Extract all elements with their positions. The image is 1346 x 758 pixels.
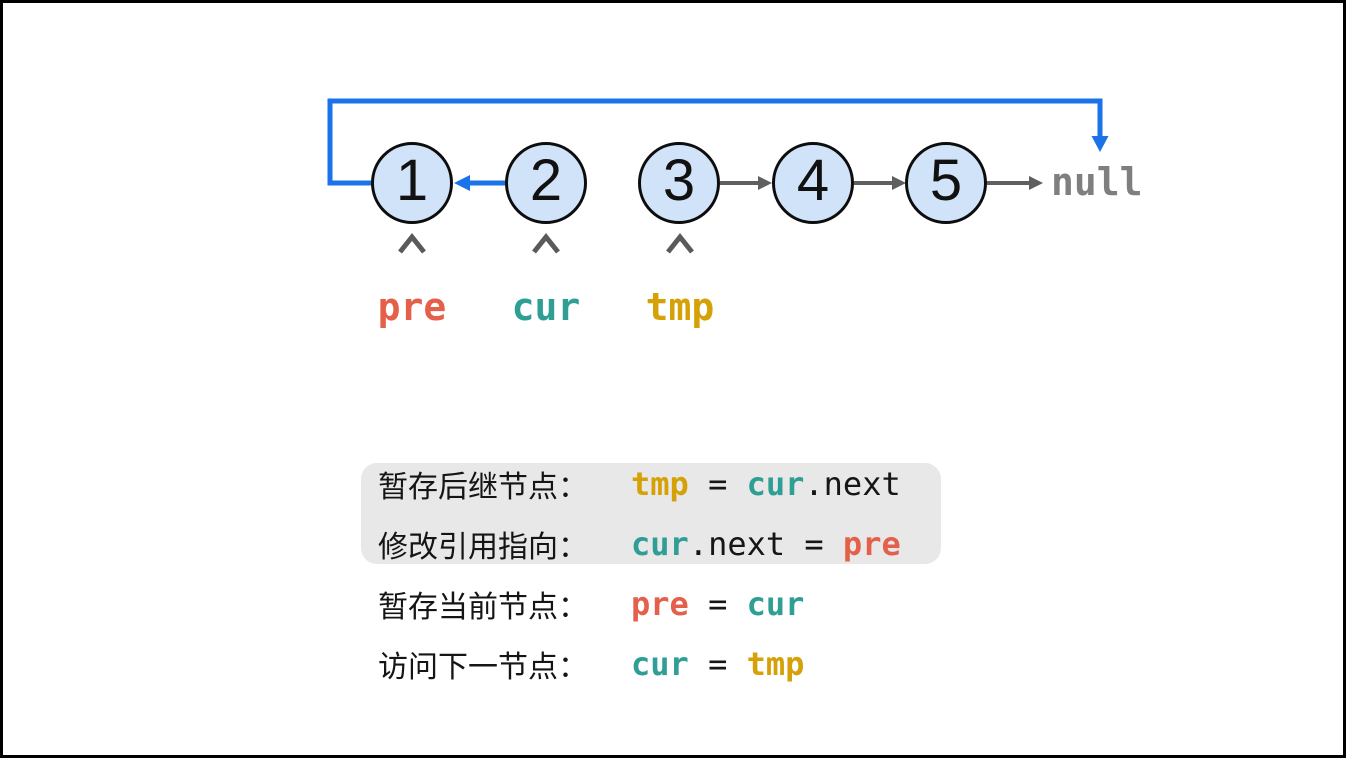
code-step-2: 修改引用指向： cur.next = pre [378, 514, 901, 574]
code-plain: = [688, 585, 747, 623]
step-label: 访问下一节点： [378, 651, 588, 684]
step-label: 暂存当前节点： [378, 591, 588, 624]
list-node-4: 4 [772, 142, 854, 224]
code-plain: = [688, 465, 747, 503]
var-cur: cur [746, 585, 805, 623]
arrow-node4-to-node5 [854, 176, 906, 190]
pointer-label-tmp: tmp [645, 285, 715, 329]
var-cur: cur [631, 645, 689, 683]
step-code: tmp = cur.next [631, 465, 901, 503]
pointer-label-cur: cur [511, 285, 581, 329]
code-step-3: 暂存当前节点： pre = cur [378, 574, 804, 634]
arrow-node3-to-node4 [720, 176, 772, 190]
var-pre: pre [631, 585, 689, 623]
list-node-5: 5 [905, 142, 987, 224]
arrow-node1-to-null [327, 98, 1109, 186]
caret-icon [532, 232, 560, 254]
var-cur: cur [631, 525, 689, 563]
code-plain: = [688, 645, 747, 683]
caret-icon [398, 232, 426, 254]
arrow-node5-to-null [987, 176, 1043, 190]
list-node-2: 2 [505, 142, 587, 224]
var-cur: cur [746, 465, 805, 503]
var-tmp: tmp [631, 465, 689, 503]
var-tmp: tmp [746, 645, 805, 683]
code-step-1: 暂存后继节点： tmp = cur.next [378, 454, 901, 514]
list-node-3: 3 [638, 142, 720, 224]
var-pre: pre [842, 525, 901, 563]
pointer-label-pre: pre [377, 285, 447, 329]
caret-icon [666, 232, 694, 254]
list-node-1: 1 [371, 142, 453, 224]
step-label: 暂存后继节点： [378, 471, 588, 504]
step-label: 修改引用指向： [378, 531, 588, 564]
code-plain: .next = [688, 525, 843, 563]
step-code: cur = tmp [631, 645, 804, 683]
highlight-box [361, 463, 941, 564]
arrows-layer [327, 98, 1109, 254]
code-step-4: 访问下一节点： cur = tmp [378, 634, 804, 694]
step-code: pre = cur [631, 585, 804, 623]
code-plain: .next [804, 465, 901, 503]
null-label: null [1051, 160, 1143, 204]
arrow-node2-to-node1 [454, 175, 505, 191]
step-code: cur.next = pre [631, 525, 901, 563]
